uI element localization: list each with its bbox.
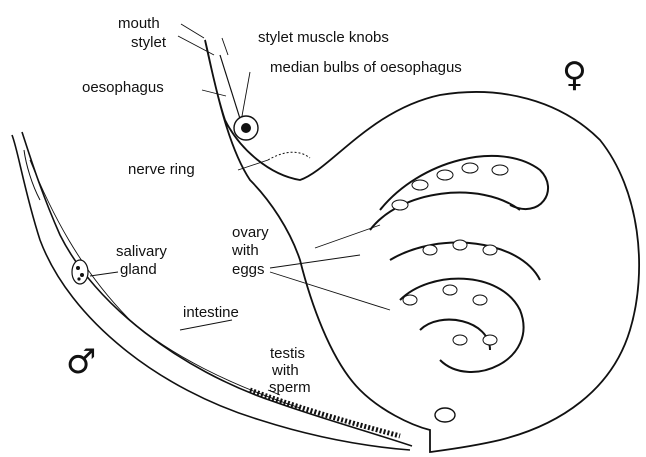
vulva (435, 408, 455, 422)
label-salivary-line2: gland (120, 262, 157, 278)
female-symbol: ♀ (562, 58, 587, 92)
label-ovary-line3: eggs (232, 262, 265, 278)
label-nerve-ring: nerve ring (128, 162, 195, 178)
label-stylet-muscle-knobs: stylet muscle knobs (258, 30, 389, 46)
female-nerve-ring (268, 152, 310, 160)
label-testis-line2: with (272, 363, 299, 379)
female-oesophagus (220, 55, 258, 140)
male-salivary-gland (72, 260, 88, 284)
label-ovary-line1: ovary (232, 225, 269, 241)
label-stylet: stylet (131, 35, 166, 51)
label-oesophagus: oesophagus (82, 80, 164, 96)
label-testis-line3: sperm (269, 380, 311, 396)
label-intestine: intestine (183, 305, 239, 321)
label-testis-line1: testis (270, 346, 305, 362)
label-median-bulbs: median bulbs of oesophagus (270, 60, 462, 76)
label-ovary-line2: with (232, 243, 259, 259)
label-salivary-line1: salivary (116, 244, 167, 260)
male-testis (250, 390, 400, 436)
label-mouth: mouth (118, 16, 160, 32)
male-symbol: ♂ (66, 345, 96, 379)
egg-cells (392, 163, 508, 345)
male-worm (12, 132, 412, 450)
